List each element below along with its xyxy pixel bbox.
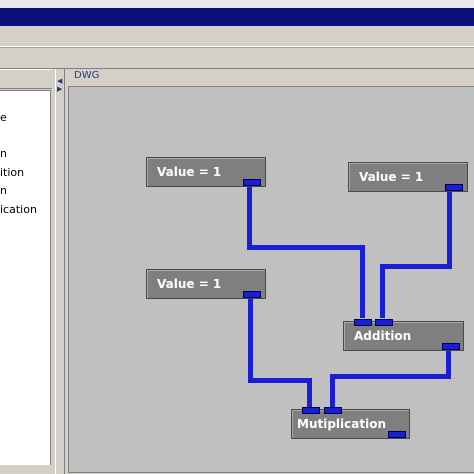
value-node-2[interactable]: Value = 1: [348, 162, 468, 192]
output-port[interactable]: [243, 291, 261, 298]
tree-item[interactable]: ition: [0, 166, 25, 179]
menu-bar: [0, 26, 474, 47]
wire: [446, 346, 451, 379]
output-port[interactable]: [243, 179, 261, 186]
multiplication-node[interactable]: Mutiplication: [291, 407, 410, 439]
toolbar: [0, 47, 474, 69]
node-label: Value = 1: [157, 165, 222, 179]
wire: [247, 186, 252, 250]
wire: [248, 378, 312, 383]
node-label: Value = 1: [359, 170, 424, 184]
node-label: Mutiplication: [297, 417, 386, 431]
wire: [247, 245, 365, 250]
expand-right-arrow-icon[interactable]: ▶: [57, 85, 63, 93]
node-label: Addition: [354, 329, 412, 343]
wire: [248, 298, 253, 383]
input-port[interactable]: [302, 407, 320, 414]
tree-item[interactable]: n: [0, 184, 7, 197]
value-node-1[interactable]: Value = 1: [146, 157, 266, 187]
tree-panel[interactable]: e n ition n ication: [0, 90, 51, 466]
input-port[interactable]: [324, 407, 342, 414]
window-title-bar[interactable]: [0, 8, 474, 26]
value-node-3[interactable]: Value = 1: [146, 269, 266, 299]
left-panel-footer: [0, 465, 52, 474]
input-port[interactable]: [375, 319, 393, 326]
split-pane-divider[interactable]: ◀ ▶: [55, 69, 65, 474]
tree-item[interactable]: n: [0, 147, 7, 160]
wire: [380, 264, 452, 269]
tree-item[interactable]: e: [0, 111, 7, 124]
node-label: Value = 1: [157, 277, 222, 291]
wire: [330, 374, 335, 408]
wire: [307, 378, 312, 408]
collapse-left-arrow-icon[interactable]: ◀: [57, 77, 63, 85]
wire: [330, 374, 451, 379]
diagram-canvas[interactable]: [68, 86, 474, 473]
tree-item[interactable]: ication: [0, 203, 37, 216]
left-panel-header: [0, 69, 52, 89]
output-port[interactable]: [388, 431, 406, 438]
wire: [447, 189, 452, 268]
panel-title: DWG: [72, 70, 102, 81]
output-port[interactable]: [442, 343, 460, 350]
wire: [380, 264, 385, 318]
input-port[interactable]: [354, 319, 372, 326]
addition-node[interactable]: Addition: [343, 319, 464, 351]
window-top-strip: [0, 0, 474, 8]
wire: [360, 245, 365, 318]
output-port[interactable]: [445, 184, 463, 191]
